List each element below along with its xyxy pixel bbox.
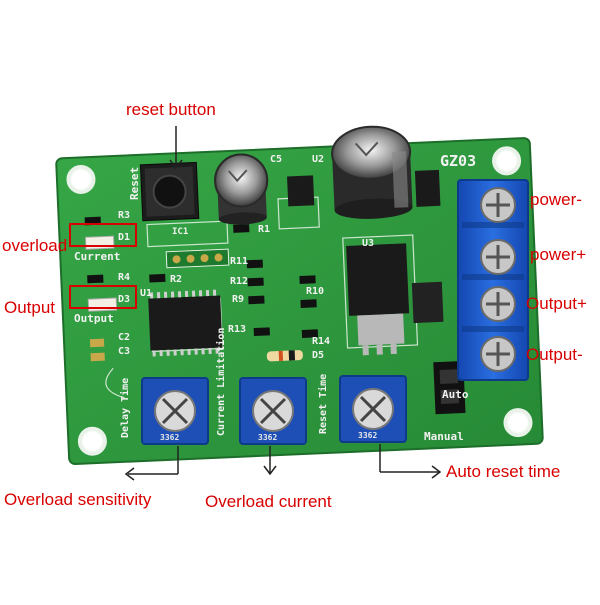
silk-reset: Reset <box>128 167 141 200</box>
callout-overload-sensitivity: Overload sensitivity <box>4 490 152 509</box>
led-d1 <box>84 235 115 250</box>
pot-delay-time[interactable] <box>141 377 209 445</box>
silk-c2: C2 <box>118 332 130 343</box>
silk-current-limitation: Current Limitation <box>215 328 227 436</box>
silk-r3: R3 <box>118 210 130 221</box>
pot-reset-time[interactable] <box>339 375 407 443</box>
mounting-hole <box>77 426 107 456</box>
pot-code-1: 3362 <box>160 433 179 442</box>
callout-output-plus: Output+ <box>526 294 587 313</box>
silk-reset-time: Reset Time <box>317 374 329 434</box>
pot-code-2: 3362 <box>258 433 277 442</box>
callout-power-minus: power- <box>530 190 582 209</box>
callout-auto-reset-time: Auto reset time <box>446 462 561 481</box>
silk-r13: R13 <box>228 324 246 335</box>
silk-output: Output <box>74 312 114 325</box>
silk-r11: R11 <box>230 256 248 267</box>
silk-current: Current <box>74 250 120 263</box>
mounting-hole <box>66 164 96 194</box>
callout-overload: overload <box>2 236 68 255</box>
screw-output-minus[interactable] <box>480 336 516 372</box>
callout-overload-current: Overload current <box>205 492 332 511</box>
silkscreen: GZ03 Reset Current Output Auto Manual U3… <box>74 152 476 443</box>
silk-u3: U3 <box>362 238 374 249</box>
diode-d5 <box>266 350 303 362</box>
silk-auto: Auto <box>442 388 469 401</box>
silk-r14: R14 <box>312 336 330 347</box>
highlight-output-led <box>69 285 137 309</box>
silk-manual: Manual <box>424 430 464 443</box>
ic-u1 <box>148 289 223 357</box>
led-d3 <box>87 297 118 312</box>
board-model: GZ03 <box>440 152 476 170</box>
capacitor-large <box>331 125 413 219</box>
silk-d5: D5 <box>312 350 324 361</box>
jumper-auto-manual[interactable] <box>433 360 466 415</box>
capacitor-c5 <box>214 153 269 225</box>
silk-d1: D1 <box>118 232 130 243</box>
mounting-hole <box>492 146 522 176</box>
silk-ic1: IC1 <box>172 227 188 237</box>
smd-resistors <box>84 216 319 362</box>
silk-delay-time: Delay Time <box>119 378 131 438</box>
reset-button[interactable] <box>139 161 200 222</box>
regulator-u3 <box>346 243 410 356</box>
annotation-arrows <box>124 126 442 481</box>
terminal-block <box>457 179 529 381</box>
screw-power-plus[interactable] <box>480 239 516 275</box>
silk-r9: R9 <box>232 294 244 305</box>
silk-r12: R12 <box>230 276 248 287</box>
callout-output: Output <box>4 298 56 317</box>
silk-c3: C3 <box>118 346 130 357</box>
diode-smd <box>414 169 441 207</box>
mounting-hole <box>503 408 533 438</box>
silk-r1: R1 <box>258 224 270 235</box>
silk-r4: R4 <box>118 272 130 283</box>
silk-c5: C5 <box>270 154 282 165</box>
silk-r2: R2 <box>170 274 182 285</box>
callout-output-minus: Output- <box>526 345 583 364</box>
silk-r10: R10 <box>306 286 324 297</box>
screw-power-minus[interactable] <box>480 187 516 223</box>
pot-current-limitation[interactable] <box>239 377 307 445</box>
callout-reset-button: reset button <box>126 100 216 119</box>
silk-d3: D3 <box>118 294 130 305</box>
callout-power-plus: power+ <box>530 245 587 264</box>
diode-smd-2 <box>411 281 444 324</box>
highlight-overload-led <box>69 223 137 247</box>
pot-code-3: 3362 <box>358 431 377 440</box>
transistor-u2 <box>287 175 315 207</box>
silk-u2: U2 <box>312 154 324 165</box>
screw-output-plus[interactable] <box>480 286 516 322</box>
pin-header <box>165 248 230 269</box>
silk-u1: U1 <box>140 288 152 299</box>
